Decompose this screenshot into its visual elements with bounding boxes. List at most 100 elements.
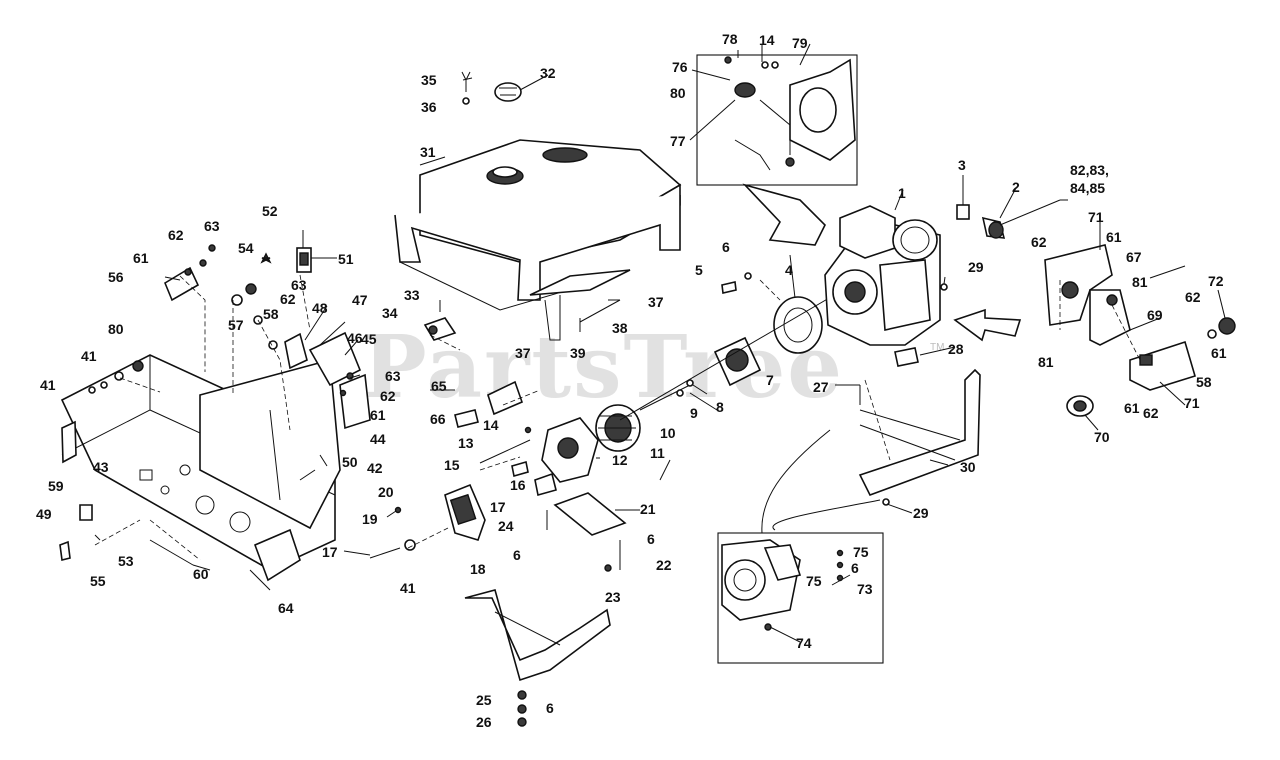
label-62-c: 62 [380, 388, 396, 404]
main-frame [858, 368, 981, 496]
label-80: 80 [670, 85, 686, 101]
label-28: 28 [948, 341, 964, 357]
fuel-cap [494, 82, 522, 102]
label-47: 47 [352, 292, 368, 308]
label-29-lower: 29 [913, 505, 929, 521]
label-32: 32 [540, 65, 556, 81]
label-11: 11 [650, 445, 665, 461]
label-5: 5 [695, 262, 703, 278]
tank-ring [462, 97, 470, 105]
lower-frame [464, 589, 611, 682]
label-58-right: 58 [1196, 374, 1212, 390]
grommet [132, 360, 144, 372]
fuse-holder [59, 540, 71, 561]
label-6-c: 6 [647, 531, 655, 547]
label-77: 77 [670, 133, 686, 149]
capacitor [163, 266, 200, 302]
label-55: 55 [90, 573, 106, 589]
label-70: 70 [1094, 429, 1110, 445]
tank-clip [461, 71, 471, 92]
label-62-right: 62 [1031, 234, 1047, 250]
label-71: 71 [1088, 209, 1104, 225]
label-20: 20 [378, 484, 394, 500]
label-61-right: 61 [1106, 229, 1122, 245]
label-24: 24 [498, 518, 514, 534]
label-62-far: 62 [1185, 289, 1201, 305]
tank-bracket [529, 269, 631, 296]
label-73: 73 [857, 581, 873, 597]
label-26: 26 [476, 714, 492, 730]
label-51: 51 [338, 251, 354, 267]
label-37-right: 37 [648, 294, 664, 310]
through-bolt [479, 439, 531, 464]
label-67: 67 [1126, 249, 1142, 265]
label-9: 9 [690, 405, 698, 421]
label-45: 45 [361, 331, 377, 347]
label-27: 27 [813, 379, 829, 395]
label-76: 76 [672, 59, 688, 75]
label-6-d: 6 [513, 547, 521, 563]
label-10: 10 [660, 425, 676, 441]
rotor [595, 404, 641, 452]
label-39: 39 [570, 345, 586, 361]
fuel-tank [394, 139, 682, 311]
label-74: 74 [796, 635, 812, 651]
label-12: 12 [612, 452, 628, 468]
label-1: 1 [898, 185, 906, 201]
receptacle [79, 504, 93, 521]
adapter-ring [773, 296, 823, 354]
stator [713, 336, 762, 387]
label-81-low: 81 [1038, 354, 1054, 370]
arrow-to-engine [742, 183, 826, 246]
lockwasher [260, 252, 272, 264]
label-64: 64 [278, 600, 294, 616]
label-82-83: 82,83, [1070, 162, 1109, 178]
label-13: 13 [458, 435, 474, 451]
label-46: 46 [347, 330, 363, 346]
rectifier [487, 380, 524, 416]
label-61-far: 61 [1211, 345, 1227, 361]
label-80-left: 80 [108, 321, 124, 337]
label-81: 81 [1132, 274, 1148, 290]
label-75-b: 75 [806, 573, 822, 589]
label-21: 21 [640, 501, 656, 517]
label-37: 37 [515, 345, 531, 361]
label-6-bottom: 6 [546, 700, 554, 716]
label-63-c: 63 [385, 368, 401, 384]
label-8: 8 [716, 399, 724, 415]
circuit-breaker [308, 331, 362, 387]
label-17: 17 [490, 499, 506, 515]
label-22: 22 [656, 557, 672, 573]
label-71-low: 71 [1184, 395, 1200, 411]
label-59: 59 [48, 478, 64, 494]
label-43: 43 [93, 459, 109, 475]
label-57: 57 [228, 317, 244, 333]
label-62: 62 [168, 227, 184, 243]
label-44: 44 [370, 431, 386, 447]
label-48: 48 [312, 300, 328, 316]
label-56: 56 [108, 269, 124, 285]
label-50: 50 [342, 454, 358, 470]
label-52: 52 [262, 203, 278, 219]
label-6-inset: 6 [851, 560, 859, 576]
label-25: 25 [476, 692, 492, 708]
label-63: 63 [204, 218, 220, 234]
label-30: 30 [960, 459, 976, 475]
label-29: 29 [968, 259, 984, 275]
arrow-to-engine-right [953, 308, 1022, 342]
mount-bracket [553, 492, 627, 536]
label-38: 38 [612, 320, 628, 336]
label-16: 16 [510, 477, 526, 493]
label-65: 65 [431, 378, 447, 394]
label-14-inset: 14 [759, 32, 775, 48]
label-61-low: 61 [1124, 400, 1140, 416]
bolt [721, 281, 737, 294]
inset-link-curve [772, 499, 881, 531]
label-63-b: 63 [291, 277, 307, 293]
label-14: 14 [483, 417, 499, 433]
label-35: 35 [421, 72, 437, 88]
label-42: 42 [367, 460, 383, 476]
label-7: 7 [766, 372, 774, 388]
